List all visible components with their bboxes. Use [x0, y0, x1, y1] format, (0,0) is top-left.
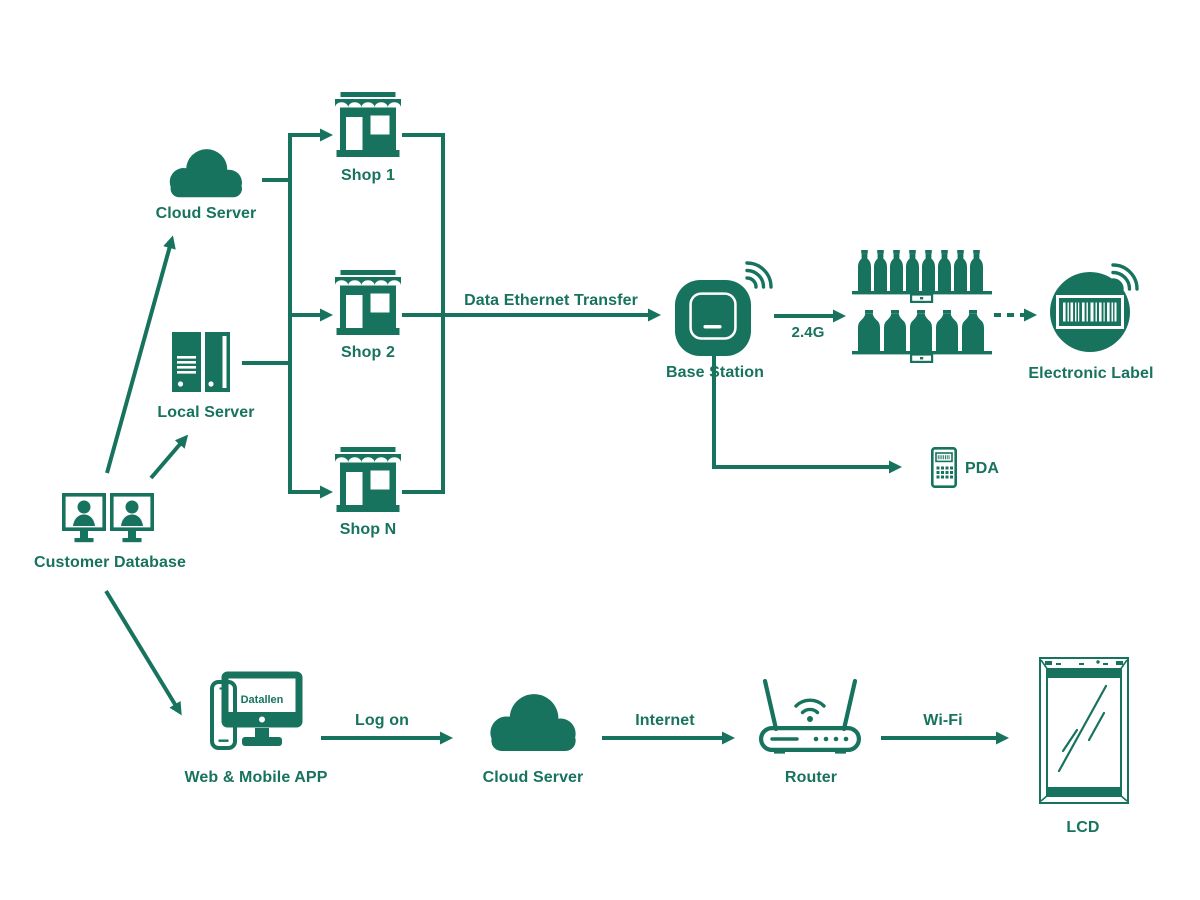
node-shop-1: [335, 92, 401, 160]
lcd-panel-icon: [1039, 657, 1129, 804]
bottle-shelf-icon: [852, 250, 992, 303]
web-mobile-app-label: Web & Mobile APP: [184, 769, 328, 786]
shop-2-label: Shop 2: [341, 344, 395, 361]
electronic-label-label: Electronic Label: [1028, 365, 1154, 382]
node-base-station: [674, 279, 752, 357]
node-shop-n: [335, 447, 401, 515]
access-point-icon: [674, 279, 752, 357]
node-shelf-bottom: [852, 310, 992, 364]
internet-label: Internet: [635, 712, 695, 729]
cloud-icon: [162, 143, 248, 200]
shop-n-label: Shop N: [339, 521, 397, 538]
connector-base-station-to-pda: [712, 356, 902, 474]
router-label: Router: [784, 769, 838, 786]
lcd-label: LCD: [1066, 819, 1100, 836]
frequency-label: 2.4G: [791, 324, 825, 341]
local-server-label: Local Server: [157, 404, 255, 421]
node-web-mobile-app-monitor: [221, 671, 303, 749]
storefront-icon: [335, 447, 401, 515]
node-customer-database: [62, 493, 154, 545]
monitor-screen-text: Datallen: [240, 694, 284, 706]
node-shelf-top: [852, 250, 992, 304]
node-electronic-label: [1048, 270, 1132, 354]
dual-monitors-users-icon: [62, 493, 154, 543]
node-cloud-server-top: [162, 143, 248, 200]
shop-1-label: Shop 1: [341, 167, 395, 184]
connector-db-to-app-arrow: [104, 589, 182, 716]
node-shop-2: [335, 270, 401, 338]
storefront-icon: [335, 92, 401, 160]
node-pda: [931, 447, 957, 488]
wifi-router-icon: [759, 678, 861, 754]
wireless-signal-icon: [744, 252, 782, 290]
node-lcd: [1039, 657, 1129, 804]
base-station-signal: [744, 252, 782, 290]
storefront-icon: [335, 270, 401, 338]
base-station-label: Base Station: [665, 364, 765, 381]
smartphone-icon: [210, 680, 237, 750]
node-local-server: [172, 331, 234, 393]
wifi-label: Wi-Fi: [923, 712, 963, 729]
cloud-server-top-label: Cloud Server: [155, 205, 257, 222]
customer-database-label: Customer Database: [34, 554, 186, 571]
log-on-label: Log on: [355, 712, 409, 729]
connector-db-to-local-server-arrow: [149, 434, 189, 480]
connector-db-to-cloud-arrow: [105, 235, 176, 474]
pda-label: PDA: [964, 460, 1000, 477]
node-router: [759, 676, 861, 754]
node-cloud-server-bottom: [481, 687, 583, 754]
handheld-pda-icon: [931, 447, 957, 488]
desktop-monitor-icon: [221, 671, 303, 746]
data-ethernet-transfer-label: Data Ethernet Transfer: [464, 292, 638, 309]
node-web-mobile-app-phone: [210, 680, 237, 750]
bottle-shelf-icon: [852, 310, 992, 363]
cloud-icon: [481, 687, 583, 754]
cloud-server-bottom-label: Cloud Server: [482, 769, 584, 786]
barcode-circle-icon: [1050, 272, 1130, 352]
electronic-label-signal: [1110, 254, 1148, 292]
wireless-signal-icon: [1110, 254, 1148, 292]
server-towers-icon: [172, 332, 230, 392]
